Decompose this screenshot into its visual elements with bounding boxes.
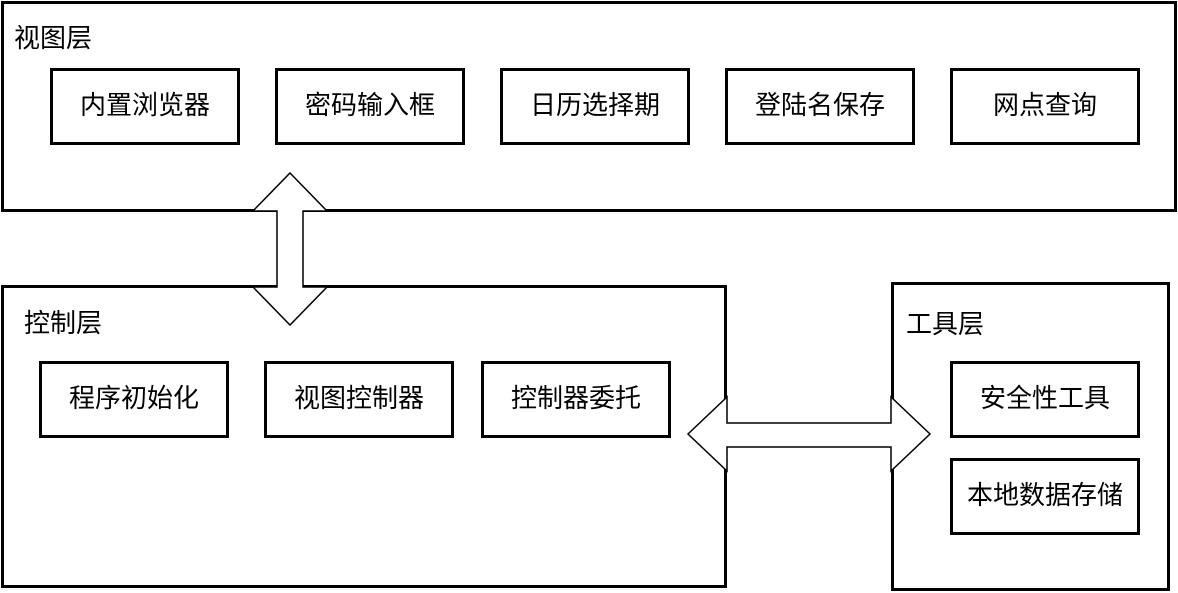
tool-layer-title: 工具层 bbox=[906, 310, 985, 340]
view-item-browser: 内置浏览器 bbox=[50, 68, 240, 145]
tool-item-security: 安全性工具 bbox=[950, 361, 1140, 438]
view-item-branch-query: 网点查询 bbox=[950, 68, 1140, 145]
tool-item-local-storage: 本地数据存储 bbox=[950, 458, 1140, 535]
control-item-init: 程序初始化 bbox=[39, 361, 229, 438]
view-item-login-save: 登陆名保存 bbox=[725, 68, 915, 145]
control-item-view-controller: 视图控制器 bbox=[264, 361, 454, 438]
view-item-password-input: 密码输入框 bbox=[275, 68, 465, 145]
view-layer-title: 视图层 bbox=[14, 24, 93, 54]
view-item-calendar: 日历选择期 bbox=[500, 68, 690, 145]
control-item-controller-delegate: 控制器委托 bbox=[481, 361, 671, 438]
control-layer-title: 控制层 bbox=[24, 309, 103, 339]
